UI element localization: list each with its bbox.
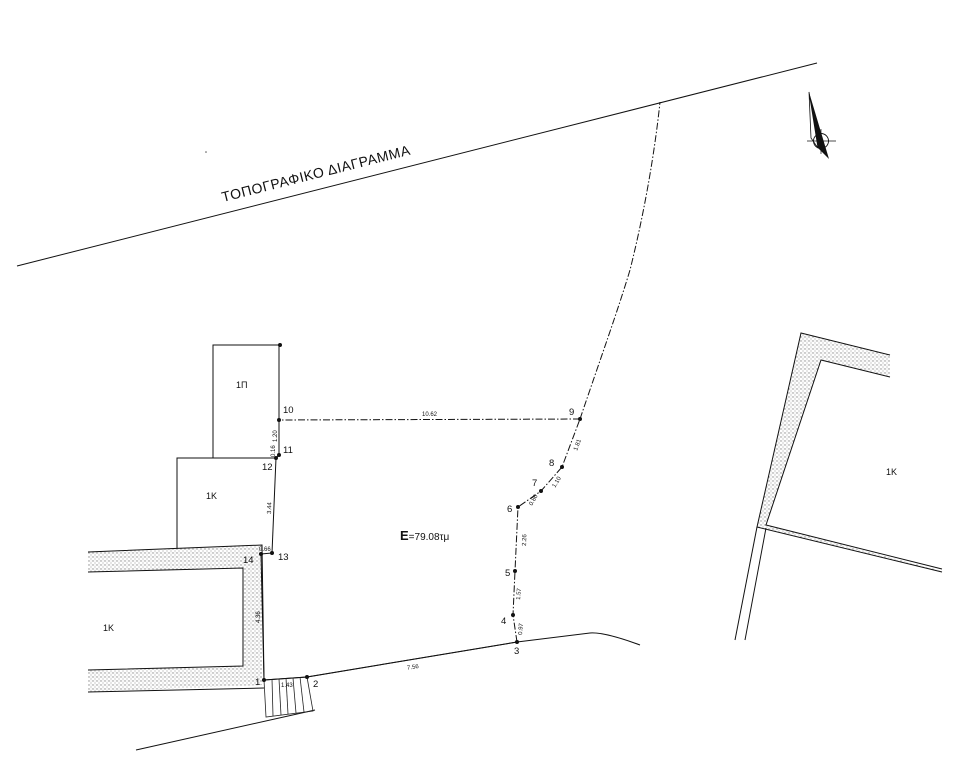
road-edge-line	[263, 632, 641, 681]
point-label-9: 9	[569, 407, 574, 418]
point-marker-11	[277, 453, 281, 457]
area-value: =79.08τμ	[409, 532, 450, 543]
north-arrow-icon	[807, 91, 836, 159]
dimension-4-5: 1.57	[516, 587, 523, 600]
dimension-5-6: 2.26	[522, 534, 528, 547]
dimension-1-2: 1.43	[281, 683, 293, 689]
point-marker-10	[277, 418, 281, 422]
building-corner-marker	[278, 343, 282, 347]
street-line	[16, 62, 818, 267]
building-1p-outline	[212, 344, 280, 458]
point-marker-4	[511, 613, 515, 617]
point-marker-7	[539, 489, 543, 493]
entrance-steps	[263, 676, 314, 718]
dimension-7-8: 1.10	[552, 475, 564, 489]
dimension-3-4: 0.97	[518, 622, 525, 635]
dimension-14-1: 4.36	[256, 611, 262, 623]
road-lower-line	[135, 709, 316, 751]
building-1p-label: 1Π	[236, 380, 248, 390]
point-marker-2	[305, 675, 309, 679]
point-label-10: 10	[283, 405, 294, 416]
point-label-3: 3	[514, 646, 519, 657]
point-marker-14	[259, 552, 263, 556]
point-marker-13	[270, 551, 274, 555]
point-label-6: 6	[507, 504, 512, 515]
dimension-8-9: 1.81	[573, 438, 583, 452]
side-2-3	[306, 641, 518, 678]
point-label-14: 14	[243, 555, 254, 566]
side-1-2	[263, 676, 308, 681]
point-marker-1	[262, 678, 266, 682]
point-label-5: 5	[505, 568, 510, 579]
point-label-4: 4	[501, 616, 506, 627]
point-marker-12	[274, 456, 278, 460]
scan-speck	[205, 151, 207, 153]
area-prefix: E	[400, 528, 409, 543]
dimension-2-3: 7.56	[407, 664, 420, 672]
plot-area-label: E=79.08τμ	[400, 528, 449, 543]
building-1k-left-label: 1Κ	[103, 623, 114, 633]
side-14-1	[260, 553, 265, 681]
building-1k-right-label: 1Κ	[886, 467, 897, 477]
point-marker-3	[515, 640, 519, 644]
dimension-13-14: 0.66	[259, 547, 271, 553]
point-label-2: 2	[313, 679, 318, 690]
point-label-11: 11	[283, 445, 293, 456]
point-marker-8	[560, 465, 564, 469]
point-label-13: 13	[278, 552, 289, 563]
dimension-9-10: 10.62	[422, 412, 438, 418]
side-3-9-boundary	[512, 418, 581, 643]
neighbor-boundary-line	[579, 101, 661, 420]
point-label-1: 1	[255, 677, 260, 688]
building-1k-middle-label: 1Κ	[206, 491, 217, 501]
point-label-8: 8	[549, 458, 554, 469]
dimension-11-12: 0.16	[271, 445, 277, 457]
building-1k-middle-outline	[176, 457, 274, 548]
point-marker-9	[578, 417, 582, 421]
building-1k-left	[87, 544, 265, 693]
point-marker-6	[516, 505, 520, 509]
point-label-12: 12	[262, 462, 273, 473]
survey-point-markers	[259, 343, 582, 682]
point-label-7: 7	[532, 478, 537, 489]
side-12-13	[271, 457, 277, 554]
dimension-6-7: 0.86	[529, 493, 540, 507]
dimension-10-11: 1.20	[273, 430, 279, 442]
point-marker-5	[513, 569, 517, 573]
dimension-12-13: 3.44	[267, 502, 273, 515]
side-9-10	[278, 418, 581, 421]
building-1k-right	[734, 332, 943, 641]
